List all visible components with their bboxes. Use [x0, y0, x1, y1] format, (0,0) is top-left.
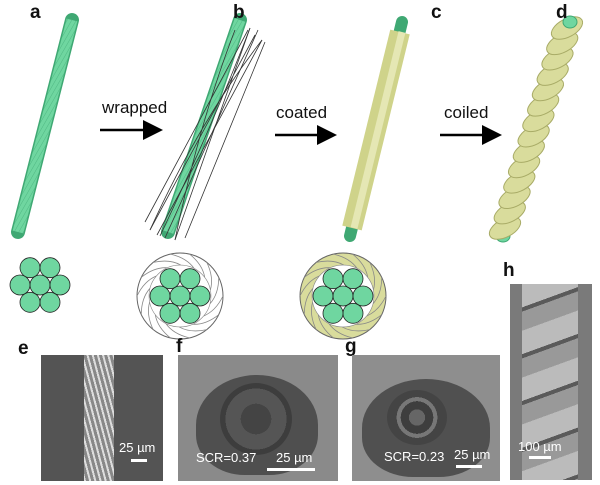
cross-section-c	[299, 252, 387, 340]
scale-label-e: 25 µm	[119, 440, 156, 455]
wrap-line	[178, 326, 207, 332]
scale-label-h: 100 µm	[518, 439, 562, 454]
wrap-line	[209, 277, 220, 304]
fiber-strand	[322, 268, 344, 290]
scr-label-g: SCR=0.23	[384, 449, 445, 464]
fiber-strand	[19, 257, 41, 279]
fiber-strand	[179, 302, 201, 324]
wrap-line	[328, 323, 353, 339]
panel-label-f: f	[176, 336, 183, 357]
step-wrapped: wrapped	[102, 98, 168, 117]
wrap-line	[341, 326, 370, 332]
fiber-strand	[29, 274, 51, 296]
fiber-strand	[169, 285, 191, 307]
fiber-strand	[342, 302, 364, 324]
panel-a-fiber	[11, 13, 79, 239]
panel-b-wrapped-fiber	[144, 13, 266, 241]
step-coiled: coiled	[444, 103, 489, 122]
wrap-line	[206, 262, 212, 291]
scale-label-f: 25 µm	[276, 450, 313, 465]
wrap-line	[203, 295, 224, 317]
scr-label-f: SCR=0.37	[196, 450, 257, 465]
wrap-line	[153, 260, 182, 266]
wrap-line	[369, 262, 375, 291]
panel-c-coated-fiber	[342, 16, 410, 242]
wrap-line	[299, 275, 320, 297]
fiber-strand	[322, 302, 344, 324]
sem-image-h: 100 µm	[510, 284, 592, 480]
fiber-strand	[39, 291, 61, 313]
sem-image-f: SCR=0.37 25 µm	[178, 355, 338, 481]
wrap-line	[316, 260, 345, 266]
wrap-line	[352, 253, 369, 278]
panel-label-b: b	[233, 2, 245, 23]
sem-image-g: SCR=0.23 25 µm	[352, 355, 500, 481]
wrap-line	[303, 288, 314, 315]
panel-label-c: c	[431, 2, 442, 23]
fiber-strand	[342, 268, 364, 290]
wrap-line	[148, 301, 154, 330]
scale-bar-f	[267, 468, 315, 471]
panel-label-e: e	[18, 338, 29, 359]
panel-label-h: h	[503, 260, 515, 281]
wrap-line	[165, 323, 190, 339]
wrap-line	[366, 295, 387, 317]
wrap-line	[136, 275, 157, 297]
scale-label-g: 25 µm	[454, 447, 491, 462]
fiber-strand	[49, 274, 71, 296]
fiber-strand	[9, 274, 31, 296]
scale-bar-e	[131, 459, 147, 462]
wrap-line	[170, 253, 195, 269]
scale-bar-g	[456, 465, 482, 468]
step-coated: coated	[276, 103, 328, 122]
fiber-strand	[179, 268, 201, 290]
wrap-line	[311, 301, 317, 330]
scale-bar-h	[529, 456, 551, 459]
wrap-line	[141, 267, 168, 278]
fiber-strand	[19, 291, 41, 313]
panel-label-g: g	[345, 336, 357, 357]
fiber-strand	[312, 285, 334, 307]
fiber-strand	[149, 285, 171, 307]
panel-label-d: d	[556, 2, 568, 23]
wrap-line	[154, 314, 171, 339]
wrap-line	[355, 314, 382, 325]
wrap-line	[333, 253, 358, 269]
cross-section-b	[136, 252, 224, 340]
panel-d-coiled-fiber	[488, 15, 584, 243]
wrap-line	[372, 277, 383, 304]
fiber-strand	[159, 302, 181, 324]
wrap-line	[192, 314, 219, 325]
wrap-line	[189, 253, 206, 278]
coil-end	[562, 15, 578, 29]
wrap-line	[140, 288, 151, 315]
wrap-line	[317, 314, 334, 339]
fiber-strand	[352, 285, 374, 307]
wrap-line	[304, 267, 331, 278]
cross-section-a	[9, 257, 71, 313]
panel-label-a: a	[30, 2, 41, 23]
fiber-strand	[159, 268, 181, 290]
fiber-strand	[189, 285, 211, 307]
fiber-strand	[332, 285, 354, 307]
fiber-strand	[39, 257, 61, 279]
sem-image-e: 25 µm	[41, 355, 163, 481]
